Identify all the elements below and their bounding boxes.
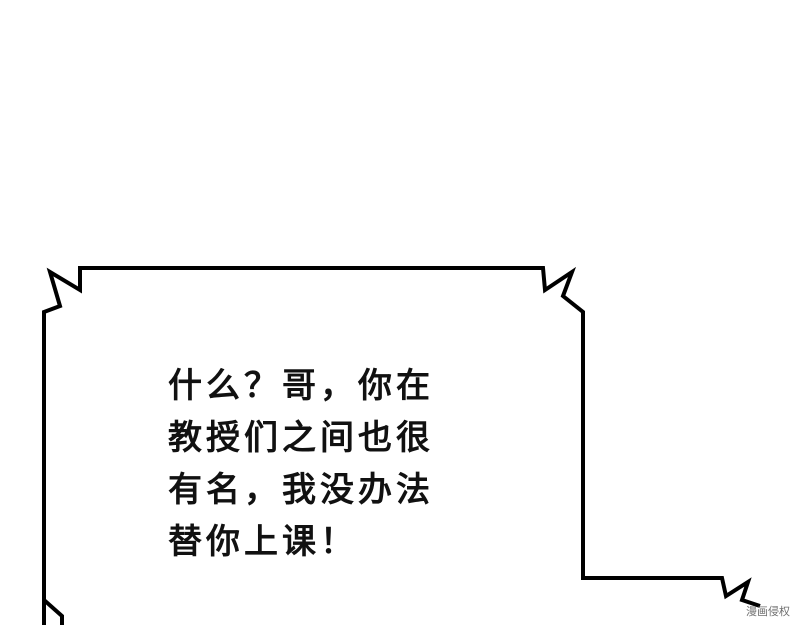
speech-bubble-text: 什么？哥，你在 教授们之间也很 有名，我没办法 替你上课！ xyxy=(168,360,468,568)
watermark: 漫画侵权 xyxy=(746,605,790,618)
speech-line: 替你上课！ xyxy=(168,522,358,562)
speech-line: 什么？哥，你在 xyxy=(168,366,434,406)
speech-line: 有名，我没办法 xyxy=(168,470,434,510)
speech-line: 教授们之间也很 xyxy=(168,418,434,458)
